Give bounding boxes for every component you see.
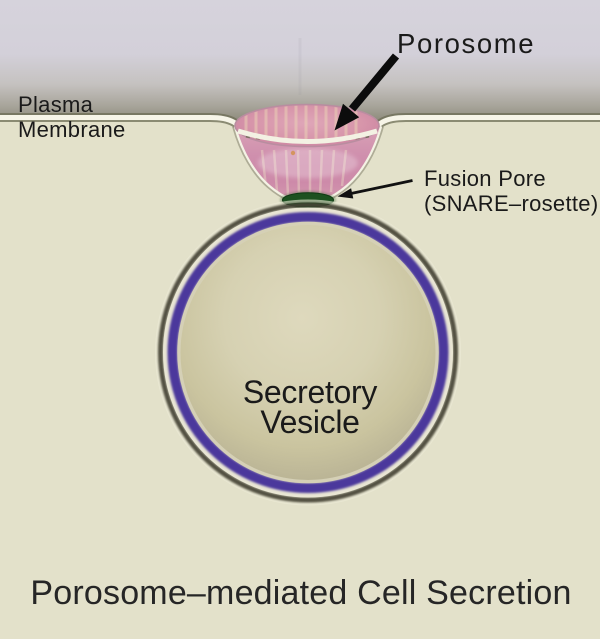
fusion-pore-arrow (337, 179, 413, 199)
vesicle-outer-ring (158, 202, 458, 503)
bowl-highlight (258, 148, 358, 178)
porosome-arrow (334, 53, 400, 131)
fusion-pore-label-line1: Fusion Pore (424, 166, 546, 191)
porosome-label: Porosome (397, 28, 535, 59)
secretory-vesicle-label-line1: Secretory (243, 374, 378, 410)
vesicle-interior (180, 225, 436, 480)
bowl-speck (290, 150, 296, 156)
plasma-membrane-label-line2: Membrane (18, 117, 126, 142)
plasma-membrane-label-line1: Plasma (18, 92, 94, 117)
vesicle-light-gap (163, 207, 453, 498)
vesicle-purple-ring (167, 212, 449, 493)
fusion-pore-label-line2: (SNARE–rosette) (424, 191, 598, 216)
vesicle-inner-edge (177, 221, 439, 484)
front-rim-membrane (237, 128, 378, 144)
extracellular-space (0, 0, 600, 197)
vesicle-halo (155, 199, 461, 506)
secretory-vesicle (155, 199, 461, 506)
figure-title: Porosome–mediated Cell Secretion (30, 574, 571, 612)
secretory-vesicle-label-line2: Vesicle (260, 404, 359, 440)
